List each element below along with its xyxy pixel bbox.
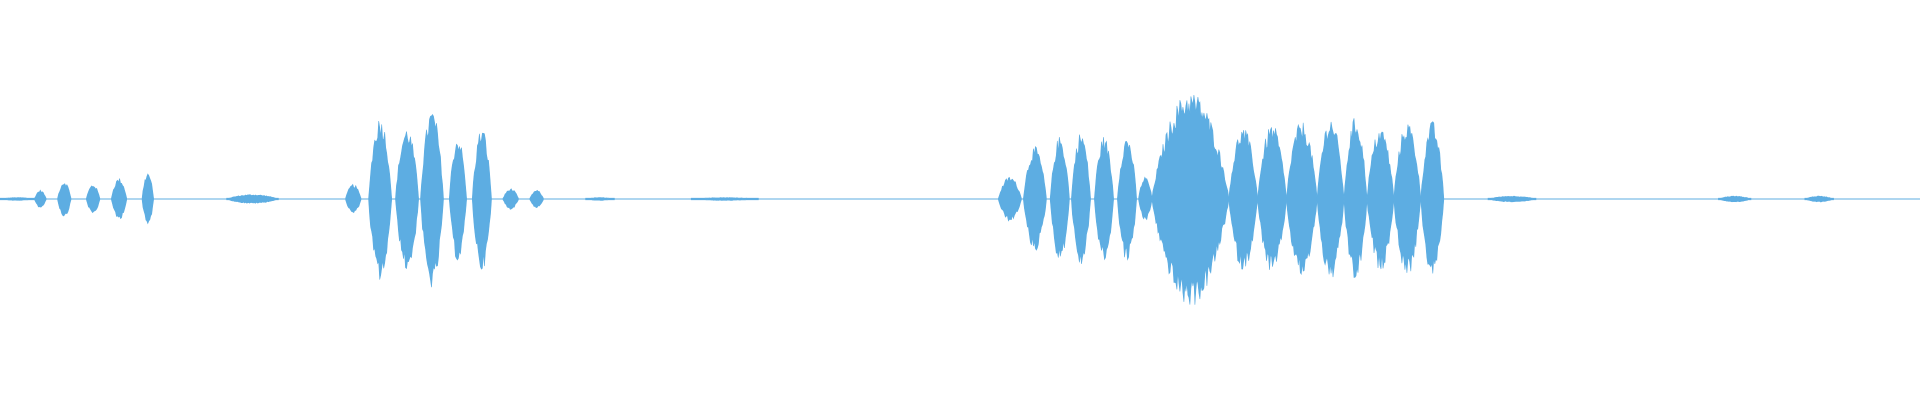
waveform-burst	[1316, 121, 1345, 278]
waveform-burst	[1804, 195, 1834, 203]
waveform-burst	[1420, 121, 1445, 274]
waveform-burst	[1343, 118, 1368, 278]
waveform-burst	[1071, 134, 1091, 264]
waveform-burst	[1023, 146, 1047, 251]
waveform-burst	[1487, 195, 1537, 203]
waveform-burst	[368, 120, 392, 280]
waveform-burst	[502, 188, 519, 210]
waveform-burst	[1151, 94, 1230, 305]
waveform-burst	[1257, 127, 1287, 270]
waveform-burst	[86, 185, 101, 214]
waveform-burst	[141, 173, 154, 225]
waveform-burst	[585, 197, 615, 201]
waveform-burst	[998, 176, 1022, 222]
waveform-burst	[1393, 124, 1422, 273]
waveform-burst	[472, 132, 492, 270]
waveform-burst	[1228, 130, 1258, 270]
waveform-burst	[1366, 131, 1395, 270]
waveform-burst	[345, 183, 362, 214]
waveform-burst	[1286, 122, 1318, 276]
waveform-burst	[420, 113, 444, 288]
waveform-bursts	[0, 94, 1834, 305]
waveform-burst	[0, 197, 35, 201]
waveform-burst	[226, 194, 279, 204]
waveform-burst	[529, 189, 544, 209]
waveform-burst	[111, 178, 127, 220]
waveform-burst	[395, 131, 419, 270]
waveform-burst	[449, 143, 467, 261]
waveform-burst	[34, 189, 47, 208]
waveform-burst	[1117, 141, 1137, 261]
waveform-burst	[57, 183, 72, 217]
waveform-burst	[1094, 137, 1114, 261]
waveform-burst	[1718, 195, 1752, 203]
waveform-burst	[1138, 176, 1153, 221]
waveform-burst	[690, 197, 759, 201]
waveform-burst	[1049, 137, 1070, 258]
